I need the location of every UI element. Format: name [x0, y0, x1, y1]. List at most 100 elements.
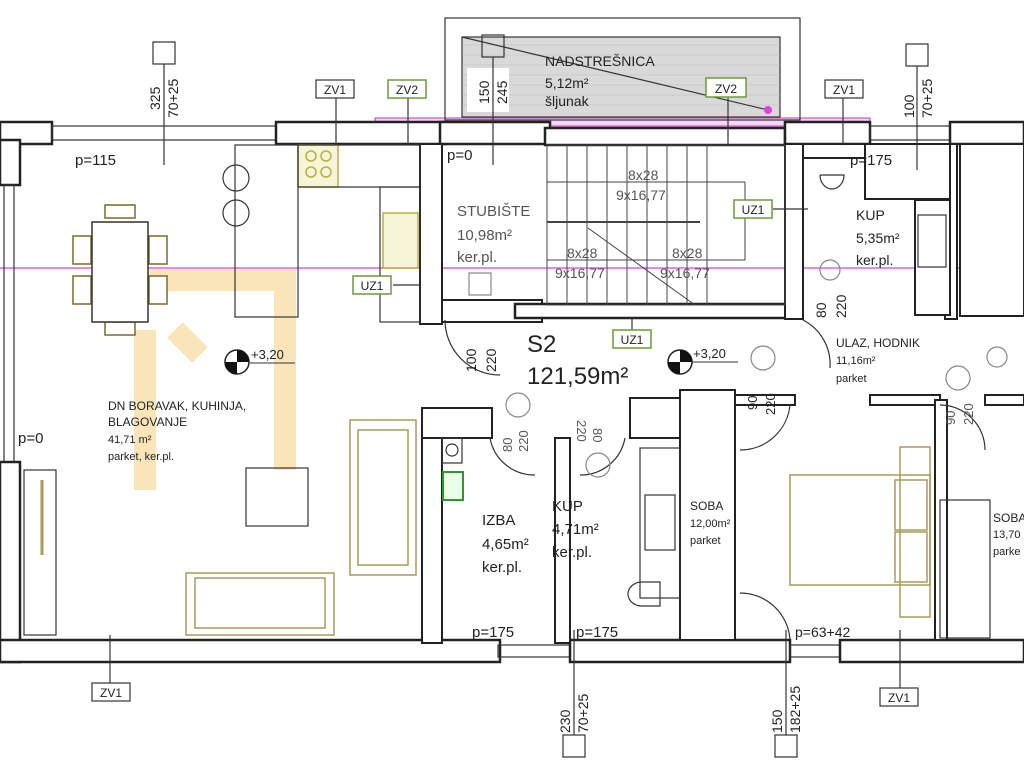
svg-text:p=115: p=115: [75, 152, 116, 169]
svg-text:NADSTREŠNICA: NADSTREŠNICA: [545, 53, 655, 69]
unit-area: 121,59m²: [527, 363, 628, 390]
svg-text:ZV2: ZV2: [715, 82, 737, 96]
svg-text:ker.pl.: ker.pl.: [457, 249, 497, 266]
svg-text:p=175: p=175: [472, 624, 514, 641]
svg-text:SOBA: SOBA: [993, 511, 1024, 525]
tag-zv2: ZV2: [705, 77, 747, 98]
svg-text:5,35m²: 5,35m²: [856, 230, 900, 246]
unit-name: S2: [527, 331, 556, 358]
svg-text:90: 90: [745, 396, 760, 410]
svg-text:ker.pl.: ker.pl.: [552, 544, 592, 561]
tag-uz1: UZ1: [612, 329, 652, 349]
svg-text:8x28: 8x28: [567, 245, 598, 261]
sofa: [349, 419, 417, 576]
svg-text:parket: parket: [836, 373, 867, 385]
tag-zv1: ZV1: [315, 79, 355, 99]
svg-text:ULAZ, HODNIK: ULAZ, HODNIK: [836, 336, 920, 350]
tag-zv1: ZV1: [91, 682, 131, 702]
svg-text:80: 80: [813, 302, 829, 318]
elevation-marker: +3,20: [224, 347, 295, 375]
doors: [444, 319, 986, 641]
svg-text:šljunak: šljunak: [545, 93, 590, 109]
svg-text:220: 220: [574, 420, 589, 442]
sink: [382, 212, 419, 269]
svg-text:10,98m²: 10,98m²: [457, 227, 512, 244]
svg-text:DN BORAVAK, KUHINJA,: DN BORAVAK, KUHINJA,: [108, 399, 246, 413]
svg-text:BLAGOVANJE: BLAGOVANJE: [108, 415, 187, 429]
elevation-marker: +3,20: [667, 346, 738, 375]
svg-text:ZV1: ZV1: [833, 83, 855, 97]
svg-text:12,00m²: 12,00m²: [690, 518, 731, 530]
svg-text:ker.pl.: ker.pl.: [482, 559, 522, 576]
svg-text:11,16m²: 11,16m²: [836, 355, 876, 367]
dimension-labels: 325 70+25 150 245 100 70+25 230 70+25 15…: [147, 78, 976, 733]
svg-text:p=63+42: p=63+42: [795, 624, 850, 640]
svg-text:IZBA: IZBA: [482, 512, 515, 529]
svg-text:ZV1: ZV1: [324, 83, 346, 97]
svg-text:150: 150: [476, 80, 492, 104]
tv-unit: [23, 469, 57, 636]
room-label-bedroom-2: SOBA 13,70 parke: [993, 511, 1024, 558]
svg-text:4,65m²: 4,65m²: [482, 536, 529, 553]
svg-text:220: 220: [763, 393, 778, 415]
svg-text:325: 325: [147, 86, 163, 110]
svg-text:100: 100: [901, 94, 917, 118]
watermark-logo: [130, 269, 296, 490]
svg-text:parket: parket: [690, 535, 721, 547]
tag-zv1: ZV1: [824, 79, 864, 99]
svg-text:90: 90: [943, 411, 958, 425]
tag-zv1: ZV1: [879, 687, 919, 707]
svg-text:KUP: KUP: [552, 498, 583, 515]
svg-text:p=175: p=175: [576, 624, 618, 641]
svg-text:8x28: 8x28: [628, 167, 659, 183]
room-label-bathroom-2: KUP 4,71m² ker.pl.: [552, 498, 599, 561]
svg-text:70+25: 70+25: [165, 78, 181, 118]
svg-text:230: 230: [557, 709, 573, 733]
svg-text:4,71m²: 4,71m²: [552, 521, 599, 538]
tag-uz1: UZ1: [352, 275, 392, 295]
staircase: [546, 144, 786, 306]
bed: [789, 446, 931, 618]
coffee-table: [245, 467, 309, 527]
svg-text:UZ1: UZ1: [742, 203, 765, 217]
svg-text:8x28: 8x28: [672, 245, 703, 261]
walls: [0, 120, 1024, 664]
living-furniture: [23, 419, 417, 636]
svg-text:ZV1: ZV1: [100, 686, 122, 700]
svg-text:STUBIŠTE: STUBIŠTE: [457, 203, 530, 220]
svg-text:ZV1: ZV1: [888, 691, 910, 705]
kitchen: [222, 144, 421, 323]
svg-text:80: 80: [590, 428, 605, 442]
canopy-nadstresnica: [444, 17, 801, 121]
room-label-bedroom: SOBA 12,00m² parket: [690, 499, 731, 547]
svg-text:220: 220: [961, 403, 976, 425]
tag-zv2: ZV2: [387, 79, 427, 99]
sofa: [185, 572, 335, 636]
svg-text:9x16,77: 9x16,77: [555, 265, 605, 281]
room-label-canopy: NADSTREŠNICA 5,12m² šljunak: [545, 53, 655, 109]
svg-text:80: 80: [500, 438, 515, 452]
svg-text:220: 220: [483, 348, 499, 372]
stair-labels: 8x28 9x16,77 8x28 9x16,77 8x28 9x16,77: [555, 167, 710, 281]
room-label-bathroom: KUP 5,35m² ker.pl.: [856, 207, 900, 268]
room-label-storage: IZBA 4,65m² ker.pl.: [482, 512, 529, 576]
svg-text:parket, ker.pl.: parket, ker.pl.: [108, 451, 174, 463]
svg-text:9x16,77: 9x16,77: [616, 187, 666, 203]
svg-text:13,70: 13,70: [993, 529, 1021, 541]
svg-text:ZV2: ZV2: [396, 83, 418, 97]
svg-text:UZ1: UZ1: [621, 333, 644, 347]
svg-text:+3,20: +3,20: [251, 347, 284, 362]
svg-text:+3,20: +3,20: [693, 346, 726, 361]
svg-text:9x16,77: 9x16,77: [660, 265, 710, 281]
fixtures: [441, 174, 947, 607]
svg-text:70+25: 70+25: [919, 78, 935, 118]
svg-text:220: 220: [833, 294, 849, 318]
svg-text:ker.pl.: ker.pl.: [856, 252, 893, 268]
room-label-stairwell: STUBIŠTE 10,98m² ker.pl.: [457, 203, 530, 266]
svg-text:100: 100: [463, 348, 479, 372]
svg-text:p=0: p=0: [447, 147, 472, 164]
svg-text:p=0: p=0: [18, 430, 43, 447]
svg-text:182+25: 182+25: [787, 686, 803, 733]
svg-text:KUP: KUP: [856, 207, 885, 223]
